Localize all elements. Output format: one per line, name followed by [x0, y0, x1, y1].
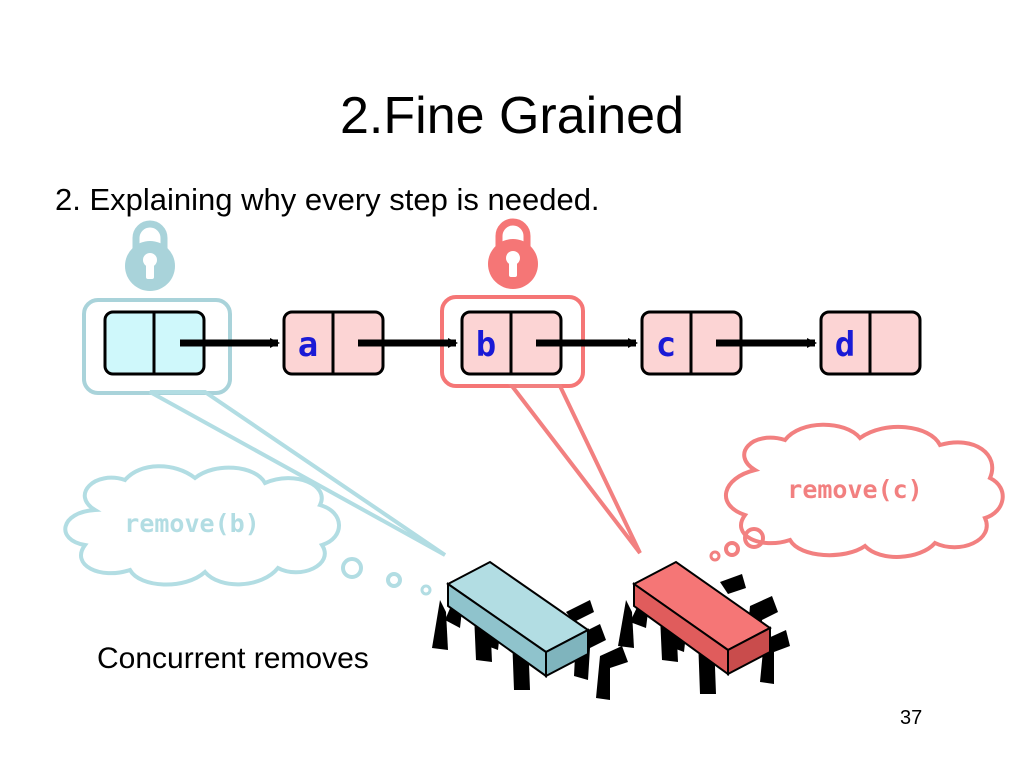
- lock-icon: [488, 218, 538, 289]
- thought-dot: [341, 557, 363, 579]
- thought-dot: [420, 584, 432, 596]
- node-label-b: b: [476, 325, 496, 365]
- thought-dot: [709, 550, 721, 562]
- thought-bubble-remove-b: remove(b): [63, 464, 432, 596]
- list-node-b: b: [460, 310, 563, 376]
- slide-subtitle: 2. Explaining why every step is needed.: [55, 182, 600, 217]
- thought-dot: [743, 527, 765, 549]
- thought-dot: [724, 541, 740, 557]
- node-label-a: a: [298, 325, 318, 365]
- slide-title: 2.Fine Grained: [340, 87, 684, 145]
- node-label-d: d: [835, 325, 855, 365]
- caption-concurrent-removes: Concurrent removes: [97, 642, 369, 675]
- cpu-chip-icon: [618, 560, 790, 694]
- thought-bubble-icon: [63, 464, 341, 587]
- lock-pointer-blue: [149, 390, 447, 557]
- thought-bubble-remove-c: remove(c): [709, 422, 1005, 562]
- lock-pointer-red: [507, 384, 642, 555]
- lock-icon: [125, 220, 175, 291]
- thought-dot: [386, 572, 402, 588]
- cpu-chip-icon: [432, 560, 628, 700]
- node-label-c: c: [656, 325, 676, 365]
- list-node-d: d: [819, 310, 922, 376]
- list-node-head: [103, 310, 206, 376]
- page-number: 37: [900, 707, 923, 729]
- thought-text-remove-c: remove(c): [787, 475, 922, 504]
- thought-text-remove-b: remove(b): [124, 509, 259, 538]
